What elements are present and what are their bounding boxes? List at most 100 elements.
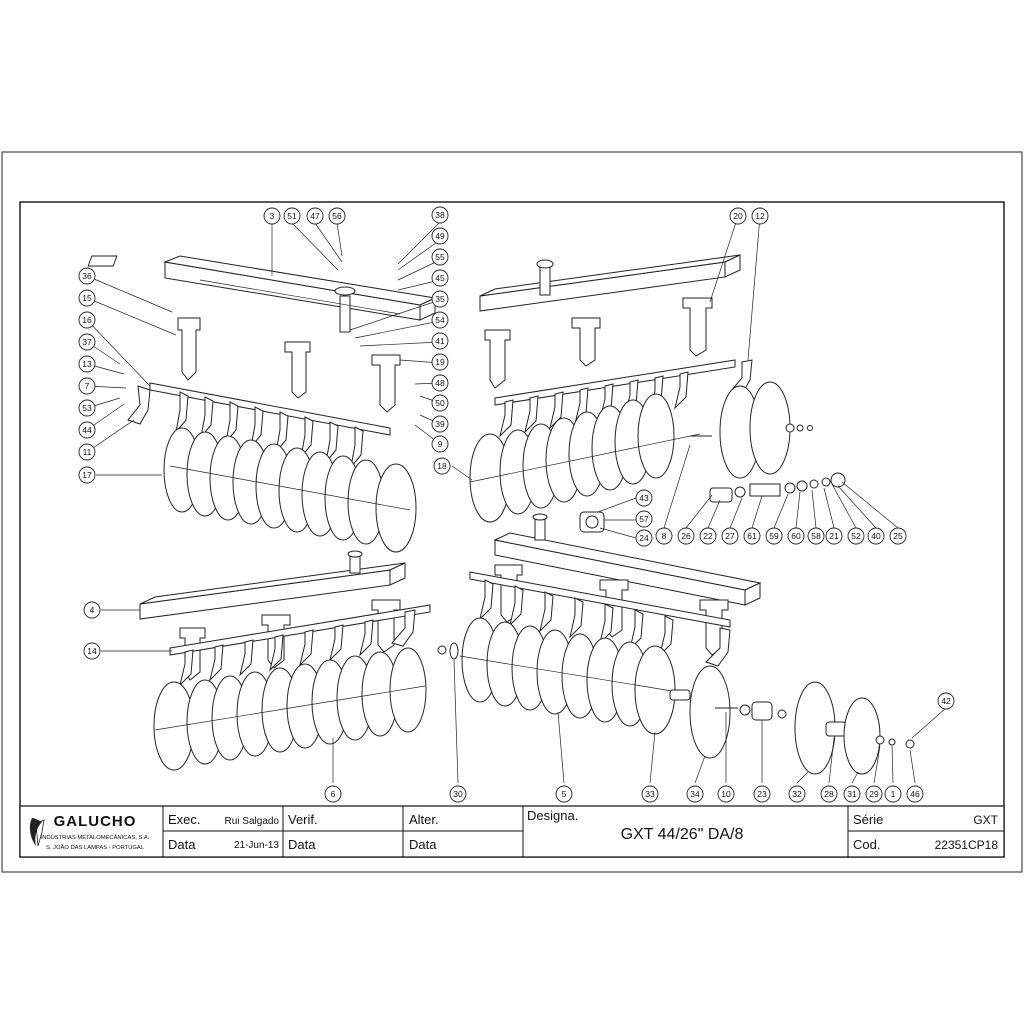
- callout-balloon: 23: [753, 785, 771, 803]
- series-label: Série: [853, 812, 883, 827]
- callout-number: 20: [733, 211, 743, 221]
- date-label: Data: [168, 837, 196, 852]
- callout-balloon: 22: [699, 527, 717, 545]
- callout-number: 30: [453, 789, 463, 799]
- callout-balloon: 57: [635, 510, 653, 528]
- callout-circle: [635, 529, 653, 547]
- callout-circle: [431, 269, 449, 287]
- callout-balloon: 25: [889, 527, 907, 545]
- callout-number: 50: [435, 398, 445, 408]
- callout-circle: [937, 692, 955, 710]
- callout-balloon: 32: [788, 785, 806, 803]
- designation-label: Designa.: [527, 808, 578, 823]
- callout-balloon: 60: [787, 527, 805, 545]
- galucho-logo: [29, 818, 45, 847]
- callout-balloon: 35: [431, 290, 449, 308]
- callout-balloon: 55: [431, 248, 449, 266]
- bottom-left-gang: [139, 550, 459, 771]
- callout-circle: [78, 311, 96, 329]
- callout-number: 46: [910, 789, 920, 799]
- callout-circle: [765, 527, 783, 545]
- callout-number: 39: [435, 419, 445, 429]
- callout-balloon: 51: [283, 207, 301, 225]
- callout-balloon: 17: [78, 466, 96, 484]
- callout-balloon: 6: [324, 785, 342, 803]
- callout-circle: [884, 785, 902, 803]
- callout-number: 13: [82, 359, 92, 369]
- callout-circle: [717, 785, 735, 803]
- callout-number: 47: [310, 211, 320, 221]
- callout-balloon: 16: [78, 311, 96, 329]
- callout-number: 12: [755, 211, 765, 221]
- callout-balloon: 31: [843, 785, 861, 803]
- callout-number: 37: [82, 337, 92, 347]
- callout-circle: [641, 785, 659, 803]
- code-label: Cod.: [853, 837, 880, 852]
- callout-balloon: 8: [655, 527, 673, 545]
- callout-number: 17: [82, 470, 92, 480]
- callout-circle: [867, 527, 885, 545]
- verif-label: Verif.: [288, 812, 318, 827]
- callout-number: 44: [82, 425, 92, 435]
- callout-balloon: 28: [820, 785, 838, 803]
- callout-number: 27: [725, 531, 735, 541]
- callout-balloon: 49: [431, 227, 449, 245]
- callout-number: 14: [87, 646, 97, 656]
- callout-balloon: 18: [433, 457, 451, 475]
- callout-circle: [324, 785, 342, 803]
- callout-circle: [843, 785, 861, 803]
- callout-balloon: 59: [765, 527, 783, 545]
- company-name: GALUCHO: [54, 813, 137, 830]
- callout-number: 45: [435, 273, 445, 283]
- callout-balloon: 15: [78, 289, 96, 307]
- bottom-right-gang: [459, 513, 915, 775]
- callout-number: 1: [891, 789, 896, 799]
- callout-balloon: 38: [431, 206, 449, 224]
- callout-circle: [431, 227, 449, 245]
- callout-balloon: 20: [729, 207, 747, 225]
- alter-date-label: Data: [409, 837, 437, 852]
- callout-balloon: 11: [78, 443, 96, 461]
- callout-circle: [433, 457, 451, 475]
- callout-number: 31: [847, 789, 857, 799]
- callout-balloon: 21: [825, 527, 843, 545]
- callout-circle: [78, 355, 96, 373]
- callout-circle: [753, 785, 771, 803]
- callout-balloon: 29: [865, 785, 883, 803]
- callout-circle: [431, 374, 449, 392]
- callout-circle: [78, 377, 96, 395]
- callout-balloon: 53: [78, 399, 96, 417]
- callout-number: 3: [270, 211, 275, 221]
- callout-circle: [328, 207, 346, 225]
- callout-circle: [743, 527, 761, 545]
- callout-balloon: 52: [847, 527, 865, 545]
- callout-circle: [788, 785, 806, 803]
- callout-circle: [78, 333, 96, 351]
- callout-circle: [555, 785, 573, 803]
- callout-balloon: 41: [431, 332, 449, 350]
- callout-balloon: 10: [717, 785, 735, 803]
- callout-circle: [431, 435, 449, 453]
- callout-number: 56: [332, 211, 342, 221]
- callout-circle: [449, 785, 467, 803]
- callout-balloon: 12: [751, 207, 769, 225]
- callout-circle: [431, 332, 449, 350]
- callout-number: 36: [82, 271, 92, 281]
- callout-balloon: 61: [743, 527, 761, 545]
- callout-balloon: 56: [328, 207, 346, 225]
- verif-date-label: Data: [288, 837, 316, 852]
- callout-number: 18: [437, 461, 447, 471]
- callout-number: 9: [438, 439, 443, 449]
- callout-balloon: 24: [635, 529, 653, 547]
- callout-number: 15: [82, 293, 92, 303]
- callout-circle: [306, 207, 324, 225]
- exec-label: Exec.: [168, 812, 201, 827]
- callout-circle: [283, 207, 301, 225]
- callout-circle: [78, 443, 96, 461]
- callout-number: 10: [721, 789, 731, 799]
- callout-number: 19: [435, 357, 445, 367]
- callout-number: 16: [82, 315, 92, 325]
- callout-number: 29: [869, 789, 879, 799]
- callout-balloon: 26: [677, 527, 695, 545]
